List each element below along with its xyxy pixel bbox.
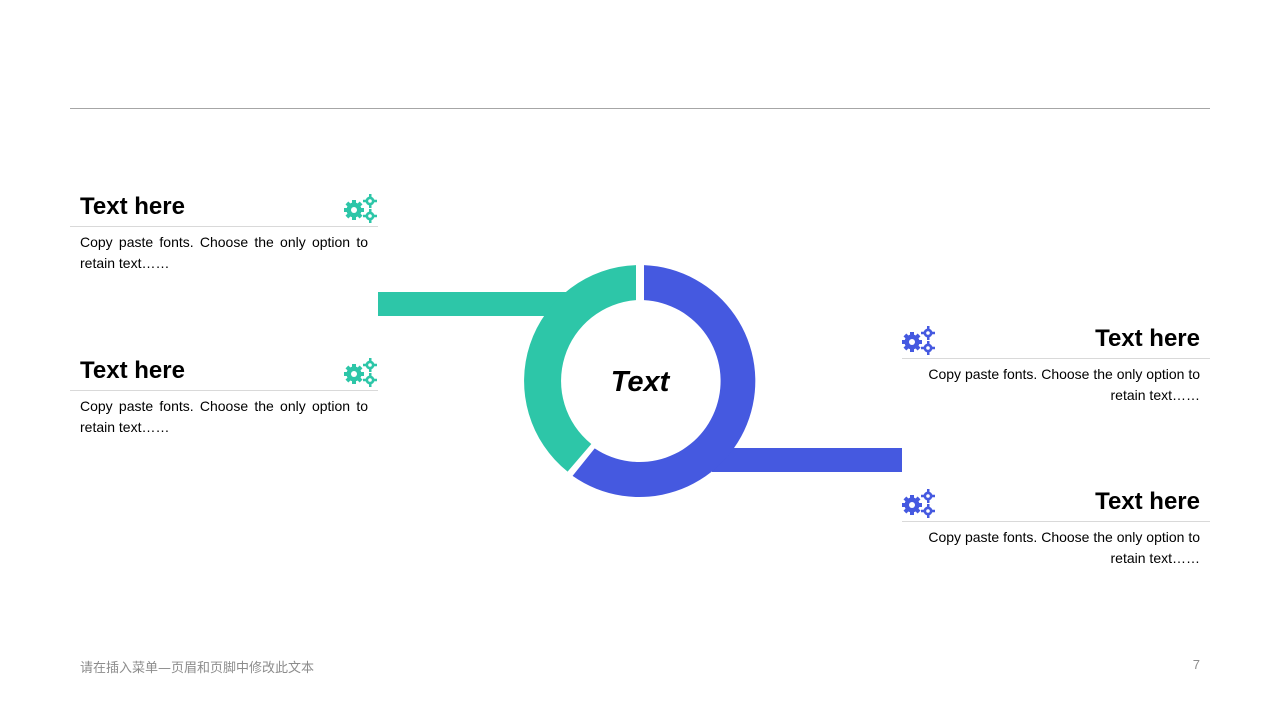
gears-icon (344, 194, 377, 223)
page-number: 7 (1192, 657, 1200, 672)
block-divider (70, 390, 378, 391)
text-block-bottom-left: Text here Copy paste fonts. Choose the o… (70, 352, 378, 438)
header-divider (70, 108, 1210, 109)
block-title: Text here (1095, 325, 1200, 352)
gears-icon (902, 489, 935, 518)
block-body: Copy paste fonts. Choose the only option… (928, 366, 1200, 403)
text-block-top-right: Text here Copy paste fonts. Choose the o… (902, 320, 1210, 406)
text-block-bottom-right: Text here Copy paste fonts. Choose the o… (902, 483, 1210, 569)
block-divider (902, 521, 1210, 522)
gears-icon (902, 326, 935, 355)
center-label: Text (610, 366, 670, 398)
text-block-top-left: Text here Copy paste fonts. Choose the o… (70, 188, 378, 274)
block-body: Copy paste fonts. Choose the only option… (80, 234, 368, 271)
block-title: Text here (80, 193, 185, 220)
gears-icon (344, 358, 377, 387)
blue-connector-bar (712, 448, 902, 472)
block-body: Copy paste fonts. Choose the only option… (80, 398, 368, 435)
footer-text: 请在插入菜单—页眉和页脚中修改此文本 (80, 661, 315, 676)
block-title: Text here (80, 357, 185, 384)
block-divider (70, 226, 378, 227)
blue-ring-segment (572, 265, 756, 498)
teal-connector-bar (378, 292, 568, 316)
block-divider (902, 358, 1210, 359)
block-body: Copy paste fonts. Choose the only option… (928, 529, 1200, 566)
block-title: Text here (1095, 488, 1200, 515)
teal-ring-segment (524, 265, 636, 472)
